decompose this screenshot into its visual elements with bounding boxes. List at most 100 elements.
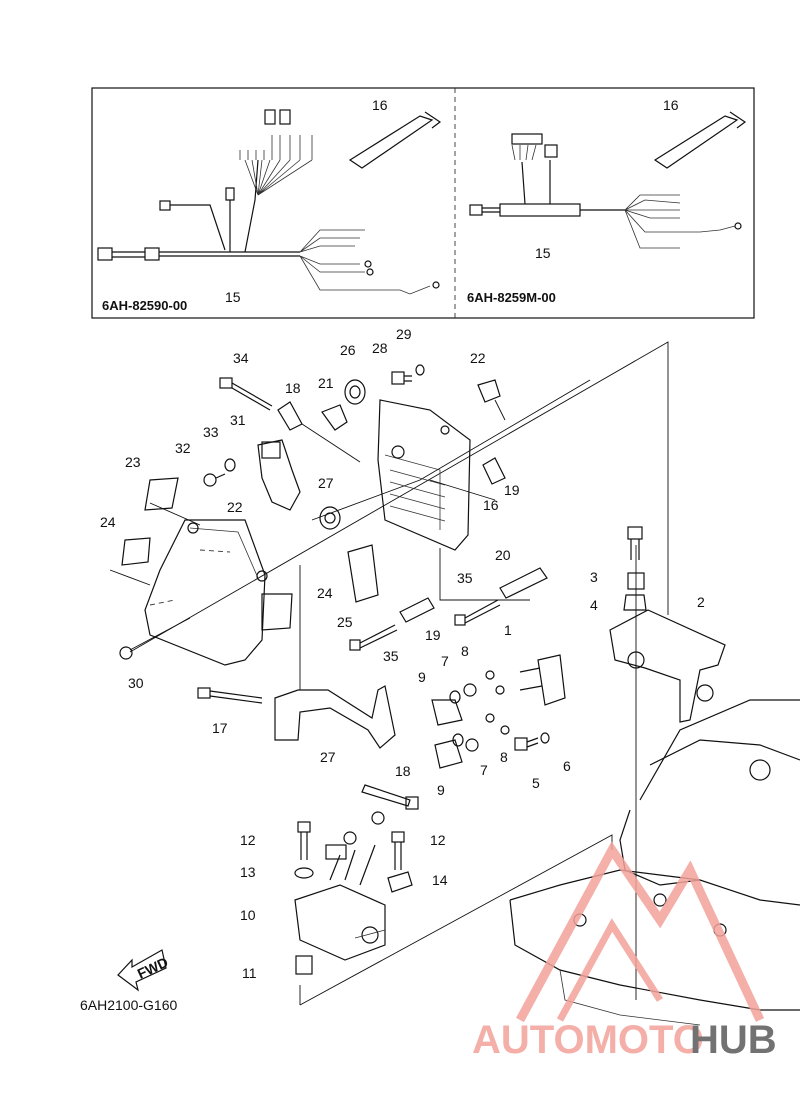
cable-tie — [197, 687, 263, 704]
grommet — [321, 404, 348, 431]
callout-23: 22 — [227, 499, 243, 515]
callout-35: 34 — [233, 350, 249, 366]
callout-24: 24 — [317, 585, 333, 601]
callout-17: 16 — [483, 497, 499, 513]
watermark-logo: AUTOMOTO HUB — [472, 841, 777, 1062]
callout-1: 1 — [504, 622, 512, 638]
wire-harness-left — [97, 109, 440, 295]
callout-28: 27 — [320, 749, 336, 765]
callout-35: 35 — [383, 648, 399, 664]
wire-harness-right — [469, 133, 742, 249]
callout-27: 27 — [318, 475, 334, 491]
callout-13: 13 — [240, 864, 256, 880]
label-sticker — [109, 477, 293, 631]
callout-19: 19 — [504, 482, 520, 498]
callout-7: 7 — [480, 762, 488, 778]
callout-34: 33 — [203, 424, 219, 440]
callout-3: 3 — [590, 569, 598, 585]
collar — [627, 572, 645, 590]
callout-6: 6 — [563, 758, 571, 774]
callout-31: 30 — [128, 675, 144, 691]
callout-8: 8 — [461, 643, 469, 659]
callout-18: 18 — [395, 763, 411, 779]
callout-5: 5 — [532, 775, 540, 791]
collar — [399, 597, 435, 623]
grommet — [477, 379, 506, 421]
callout-16: 16 — [663, 97, 679, 113]
nut — [463, 683, 479, 752]
cdi-unit — [294, 811, 386, 961]
callout-12: 12 — [430, 832, 446, 848]
bolt — [297, 821, 405, 870]
collar — [294, 867, 314, 879]
clamp-bracket — [257, 439, 301, 511]
harness-code-left: 6AH-82590-00 — [102, 298, 187, 313]
callout-32: 31 — [230, 412, 246, 428]
callout-16: 16 — [372, 97, 388, 113]
callout-18: 17 — [212, 720, 228, 736]
mounting-bracket — [274, 685, 396, 749]
bolt — [219, 377, 273, 411]
grommet — [623, 594, 647, 611]
washer — [224, 458, 236, 472]
watermark-text-part1: AUTOMOTO — [472, 1018, 704, 1062]
callout-22: 22 — [470, 350, 486, 366]
callout-29: 28 — [372, 340, 388, 356]
bolt — [349, 624, 398, 651]
fwd-label: FWD — [135, 954, 171, 982]
callout-7: 7 — [441, 653, 449, 669]
cable-tie — [361, 784, 419, 810]
callout-35: 35 — [457, 570, 473, 586]
grommet — [319, 506, 341, 530]
cover-plate — [347, 544, 379, 603]
callout-26: 25 — [337, 614, 353, 630]
callout-20: 19 — [425, 627, 441, 643]
callout-33: 32 — [175, 440, 191, 456]
rectifier-bracket — [377, 399, 496, 551]
callout-25: 24 — [100, 514, 116, 530]
callout-11: 11 — [242, 965, 257, 981]
grommet — [344, 379, 366, 405]
washer — [415, 364, 425, 376]
cable-tie-left — [348, 111, 442, 169]
bolt — [454, 599, 501, 626]
callout-22: 21 — [318, 375, 334, 391]
watermark-text-part2: HUB — [690, 1018, 777, 1062]
callout-4: 4 — [590, 597, 598, 613]
grommet — [295, 955, 313, 975]
callout-12: 12 — [240, 832, 256, 848]
figure-code: 6AH2100-G160 — [80, 997, 178, 1013]
leader-frame — [129, 341, 669, 1006]
callout-8: 8 — [500, 749, 508, 765]
callout-24: 23 — [125, 454, 141, 470]
callout-21: 20 — [495, 547, 511, 563]
bolt — [391, 371, 412, 385]
callout-27: 26 — [340, 342, 356, 358]
inset-box — [91, 87, 755, 319]
bolt — [627, 526, 643, 560]
callout-30: 29 — [396, 326, 412, 342]
callout-15: 15 — [225, 289, 241, 305]
callout-9: 9 — [437, 782, 445, 798]
screw — [203, 473, 226, 487]
bracket — [609, 609, 726, 723]
bolt — [514, 737, 539, 751]
cover — [144, 519, 268, 666]
collar — [277, 401, 361, 463]
collar — [499, 567, 548, 599]
clip-plate — [387, 871, 413, 893]
terminal-boot — [431, 699, 463, 769]
callout-15: 15 — [535, 245, 551, 261]
screw — [119, 617, 191, 660]
callout-10: 10 — [240, 907, 256, 923]
washer — [540, 732, 550, 744]
cable-tie-right — [653, 111, 747, 169]
callout-2: 2 — [697, 594, 705, 610]
terminal-block — [519, 654, 566, 706]
callout-9: 9 — [418, 669, 426, 685]
callout-14: 14 — [432, 872, 448, 888]
ring-terminals — [485, 670, 510, 735]
forward-arrow-icon: FWD — [117, 949, 171, 992]
